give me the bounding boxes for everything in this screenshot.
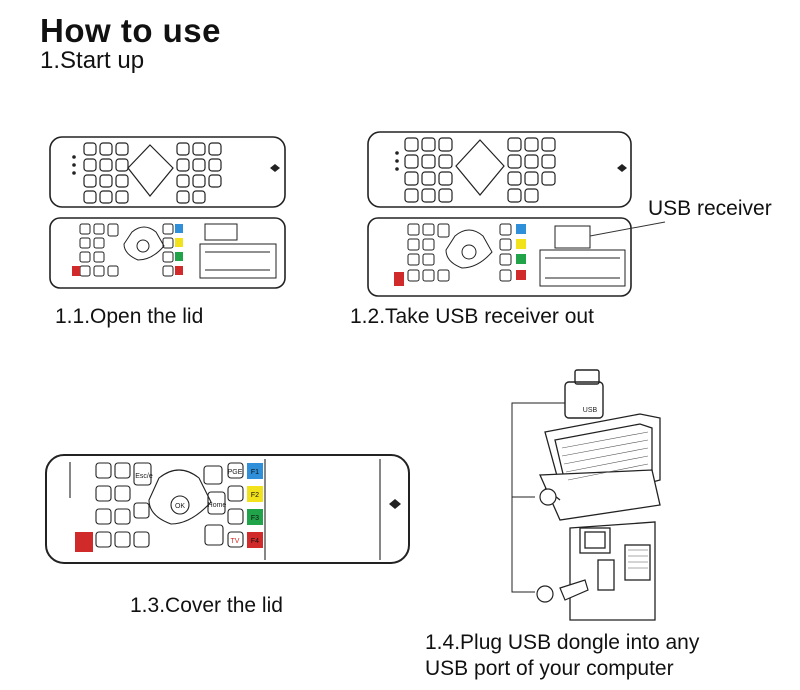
key-f4-text: F4 <box>251 538 259 545</box>
key-tv-text: TV <box>231 538 240 545</box>
usb-receiver-callout: USB receiver <box>648 197 772 220</box>
step-1-3-label: 1.3.Cover the lid <box>130 594 283 617</box>
step-1-2-label: 1.2.Take USB receiver out <box>350 305 594 328</box>
key-home-text: Home <box>208 502 227 509</box>
step-1-4-label-line2: USB port of your computer <box>425 657 674 680</box>
key-pgup-text: PGE <box>228 469 243 476</box>
step-1-1-label: 1.1.Open the lid <box>55 305 204 328</box>
page-title: How to use <box>40 12 222 49</box>
key-ok-text: OK <box>175 503 185 510</box>
step-1-4-label-line1: 1.4.Plug USB dongle into any <box>425 631 700 654</box>
key-f3-text: F3 <box>251 515 259 522</box>
key-f2-text: F2 <box>251 492 259 499</box>
key-esc-text: Esc/e <box>135 473 153 480</box>
key-f1-text: F1 <box>251 469 259 476</box>
dongle-usb-text: USB <box>583 407 598 414</box>
section-title: 1.Start up <box>40 47 145 74</box>
